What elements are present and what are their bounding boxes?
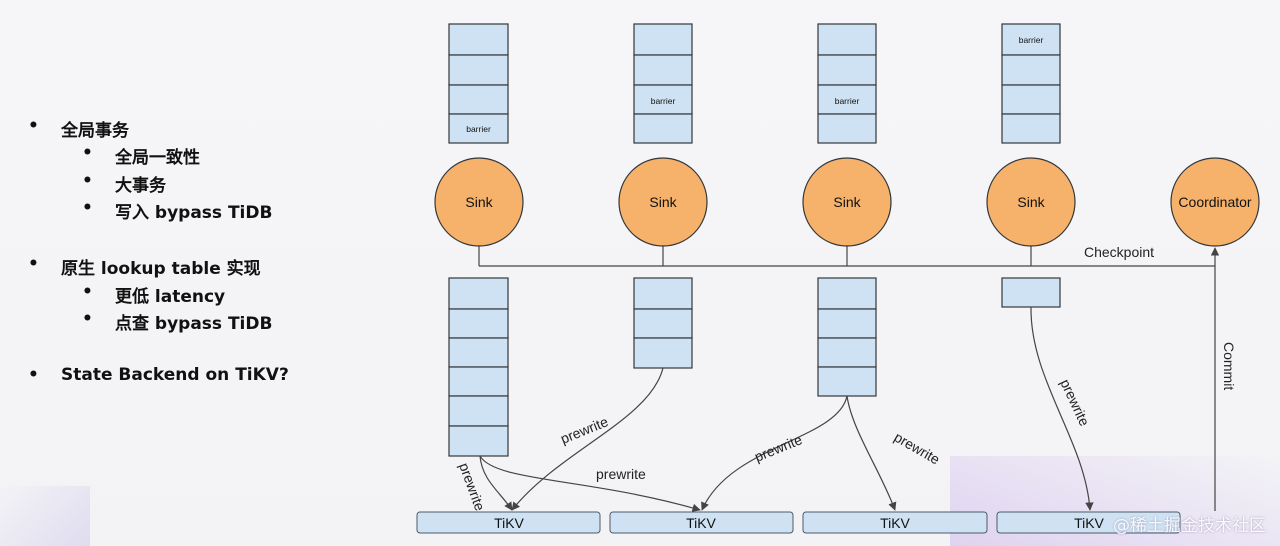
bullet-text: 原生 lookup table 实现 — [61, 259, 261, 279]
tikv-box — [996, 511, 1181, 534]
bullet-dot: • — [82, 282, 93, 302]
stack-cell — [633, 113, 693, 144]
sink-circle — [802, 157, 892, 247]
tikv-box — [609, 511, 794, 534]
bullet-dot: • — [28, 254, 39, 274]
sink-label: Sink — [1017, 194, 1045, 210]
stack-cell — [1001, 277, 1061, 308]
tikv-label: TiKV — [686, 515, 716, 531]
stack-cell — [633, 23, 693, 56]
stack-cell — [448, 277, 509, 310]
background-decoration-left — [0, 486, 90, 546]
bullet-dot: • — [82, 309, 93, 329]
bullet-dot: • — [82, 171, 93, 191]
tikv-box — [416, 511, 601, 534]
stack-cell — [633, 277, 693, 310]
tikv-box — [802, 511, 988, 534]
stack-cell — [448, 113, 509, 144]
top-stack-4: barrier — [1001, 23, 1061, 144]
bullet-dot: • — [82, 198, 93, 218]
tikv-label: TiKV — [494, 515, 524, 531]
stack-cell — [817, 366, 877, 397]
stack-cell — [448, 366, 509, 397]
checkpoint-label: Checkpoint — [1084, 244, 1154, 260]
prewrite-arrow — [1030, 306, 1094, 511]
prewrite-label: prewrite — [892, 429, 943, 468]
top-stack-2: barrier — [633, 23, 693, 144]
prewrite-label: prewrite — [558, 413, 610, 447]
bullet-text: 点查 bypass TiDB — [115, 314, 273, 334]
sink-node: Sink — [802, 157, 892, 247]
stack-cell — [448, 337, 509, 368]
tikv-node: TiKV — [996, 511, 1181, 534]
tikv-label: TiKV — [880, 515, 910, 531]
prewrite-arrow — [701, 395, 848, 511]
coordinator-circle — [1170, 157, 1260, 247]
stack-cell — [817, 113, 877, 144]
stack-cell — [1001, 84, 1061, 115]
tikv-node: TiKV — [416, 511, 601, 534]
stack-cell — [817, 277, 877, 310]
stack-cell — [817, 308, 877, 339]
stack-cell — [448, 395, 509, 427]
bullet-dot: • — [82, 143, 93, 163]
bullet-text: 大事务 — [115, 176, 166, 196]
stack-cell — [1001, 54, 1061, 86]
bullet-dot: • — [28, 116, 39, 136]
sink-circle — [986, 157, 1076, 247]
sink-circle — [618, 157, 708, 247]
stack-cell — [448, 425, 509, 457]
bottom-stack-2 — [633, 277, 693, 369]
stack-cell — [817, 54, 877, 86]
prewrite-label: prewrite — [456, 461, 488, 513]
sink-node: Sink — [434, 157, 524, 247]
stack-cell — [448, 308, 509, 339]
coordinator-node: Coordinator — [1170, 157, 1260, 247]
stack-cell — [448, 54, 509, 86]
stack-cell — [633, 308, 693, 339]
tikv-label: TiKV — [1074, 515, 1104, 531]
stack-cell — [448, 23, 509, 56]
watermark: @稀土掘金技术社区 — [1113, 516, 1266, 536]
bullet-text: 全局事务 — [61, 121, 129, 141]
bullet-text: 更低 latency — [115, 287, 226, 307]
coordinator-label: Coordinator — [1178, 194, 1251, 210]
prewrite-arrow — [479, 455, 513, 511]
tikv-node: TiKV — [802, 511, 988, 534]
stack-cell — [817, 23, 877, 56]
stack-cell — [633, 54, 693, 86]
stack-cell — [633, 337, 693, 369]
prewrite-label: prewrite — [752, 431, 804, 465]
stack-cell — [448, 84, 509, 115]
bottom-stack-1 — [448, 277, 509, 457]
sink-circle — [434, 157, 524, 247]
barrier-label: barrier — [466, 124, 491, 134]
sink-label: Sink — [649, 194, 677, 210]
sink-node: Sink — [986, 157, 1076, 247]
barrier-label: barrier — [835, 96, 860, 106]
prewrite-arrow — [846, 395, 897, 511]
stack-cell — [1001, 113, 1061, 144]
bottom-stack-4 — [1001, 277, 1061, 308]
barrier-label: barrier — [1019, 35, 1044, 45]
commit-label: Commit — [1221, 342, 1237, 390]
top-stack-3: barrier — [817, 23, 877, 144]
bullet-text: 全局一致性 — [115, 148, 200, 168]
stack-cell — [817, 337, 877, 368]
tikv-node: TiKV — [609, 511, 794, 534]
bullet-text: 写入 bypass TiDB — [115, 203, 273, 223]
sink-label: Sink — [833, 194, 861, 210]
prewrite-arrow — [479, 455, 701, 512]
bottom-stack-3 — [817, 277, 877, 397]
sink-label: Sink — [465, 194, 493, 210]
barrier-label: barrier — [651, 96, 676, 106]
bullet-text: State Backend on TiKV? — [61, 365, 289, 385]
top-stack-1: barrier — [448, 23, 509, 144]
prewrite-label: prewrite — [596, 466, 646, 482]
sink-node: Sink — [618, 157, 708, 247]
prewrite-arrow — [511, 367, 664, 511]
bullet-dot: • — [28, 365, 39, 385]
stack-cell — [1001, 23, 1061, 56]
